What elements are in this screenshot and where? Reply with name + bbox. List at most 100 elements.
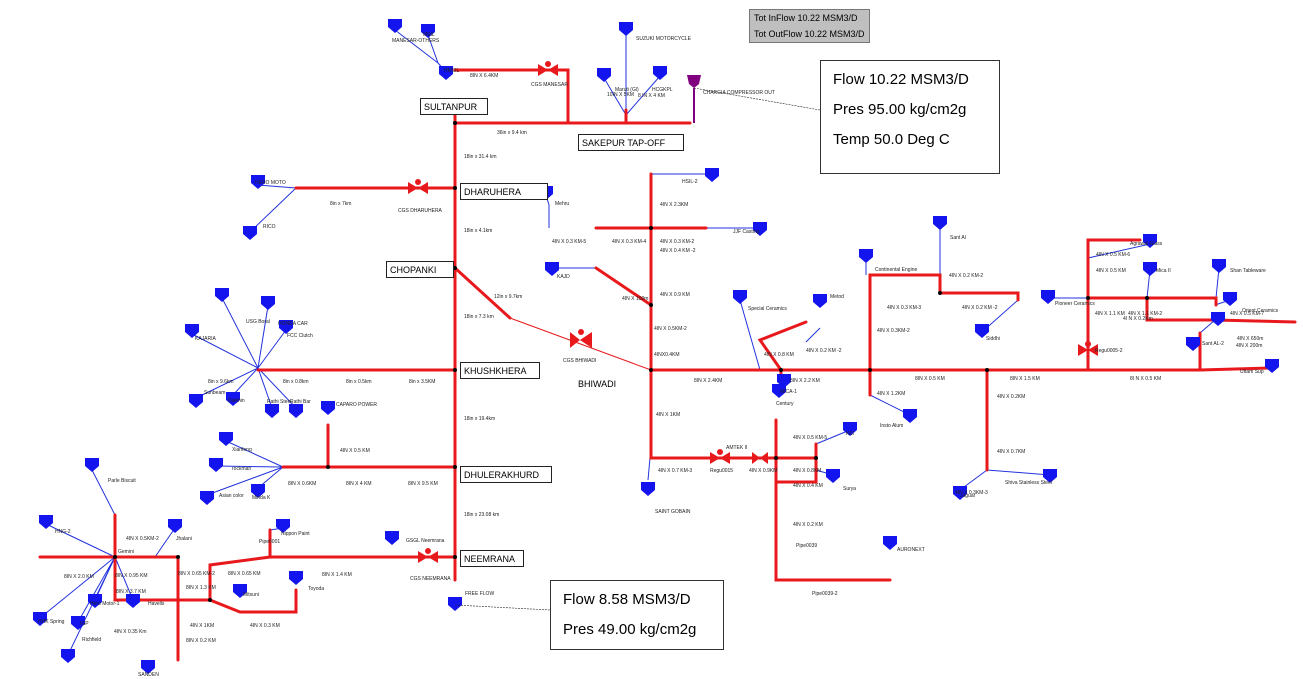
consumer-marker[interactable]: [975, 324, 989, 338]
consumer-marker[interactable]: [653, 66, 667, 80]
consumer-marker[interactable]: [168, 519, 182, 533]
consumer-marker[interactable]: [251, 175, 265, 189]
consumer-labels: MANESAR-OTHERS MSIL HMSIL SUZUKI MOTORCY…: [38, 32, 1279, 678]
consumer-marker[interactable]: [1143, 234, 1157, 248]
station-bhiwadi[interactable]: BHIWADI: [578, 379, 616, 389]
consumer-marker[interactable]: [705, 168, 719, 182]
consumer-marker[interactable]: [1186, 337, 1200, 351]
consumer-label: Jaguar: [960, 493, 976, 499]
consumer-marker[interactable]: [597, 68, 611, 82]
consumer-marker[interactable]: [265, 404, 279, 418]
consumer-marker[interactable]: [126, 594, 140, 608]
consumer-marker[interactable]: [813, 294, 827, 308]
consumer-marker[interactable]: [289, 404, 303, 418]
pipe-label: 4IN X 200m: [1236, 343, 1262, 349]
station-dharuhera[interactable]: DHARUHERA: [460, 183, 548, 200]
consumer-marker[interactable]: [619, 22, 633, 36]
pipe-label: 8IN X 0.5 KM: [915, 376, 945, 382]
consumer-label: Metod: [830, 294, 844, 300]
consumer-marker[interactable]: [859, 249, 873, 263]
regu0005-2-valve: [1078, 344, 1098, 356]
consumer-marker[interactable]: [233, 584, 247, 598]
consumer-marker[interactable]: [276, 519, 290, 533]
consumer-label: CHARGIA COMPRESSOR OUT: [703, 90, 775, 96]
consumer-marker[interactable]: [71, 616, 85, 630]
consumer-marker[interactable]: [777, 374, 791, 388]
consumer-marker[interactable]: [903, 409, 917, 423]
pipe-label: 4IN X 1.2KM: [877, 391, 905, 397]
source-pressure: Pres 95.00 kg/cm2g: [833, 101, 967, 118]
consumer-marker[interactable]: [88, 594, 102, 608]
consumer-marker[interactable]: [321, 401, 335, 415]
consumer-label: HCGKPL: [652, 87, 673, 93]
station-neemrana[interactable]: NEEMRANA: [460, 550, 524, 567]
consumer-marker[interactable]: [1212, 259, 1226, 273]
consumer-marker[interactable]: [883, 536, 897, 550]
consumer-label: Continental Engine: [875, 267, 917, 273]
consumer-marker[interactable]: [189, 394, 203, 408]
regulator-label: Regu0015: [710, 468, 733, 474]
consumer-marker[interactable]: [209, 458, 223, 472]
pipe-label: 4IN X 0.7 KM-3: [658, 468, 692, 474]
pipe-label: 4IN X 1.1 KM: [1095, 311, 1125, 317]
consumer-marker[interactable]: [826, 469, 840, 483]
consumer-marker[interactable]: [251, 484, 265, 498]
pipe-label: Pipe0039: [796, 543, 817, 549]
consumer-marker[interactable]: [439, 66, 453, 80]
source-flow: Flow 10.22 MSM3/D: [833, 71, 969, 88]
consumer-marker[interactable]: [448, 597, 462, 611]
consumer-marker[interactable]: [953, 486, 967, 500]
consumer-marker[interactable]: [385, 531, 399, 545]
consumer-label: Richfield: [82, 637, 101, 643]
outlet-pressure: Pres 49.00 kg/cm2g: [563, 621, 697, 638]
consumer-marker[interactable]: [219, 432, 233, 446]
pipe-label: 4IN X 0.5KM-2: [126, 536, 159, 542]
cgs-neemrana-valve: [418, 551, 438, 563]
consumer-marker[interactable]: [388, 19, 402, 33]
consumer-marker[interactable]: [226, 392, 240, 406]
consumer-marker[interactable]: [545, 262, 559, 276]
consumer-marker[interactable]: [1143, 262, 1157, 276]
consumer-marker[interactable]: [843, 422, 857, 436]
consumer-marker[interactable]: [1043, 469, 1057, 483]
cgs-manesar-valve: [538, 64, 558, 76]
station-sakepur[interactable]: SAKEPUR TAP-OFF: [578, 134, 684, 151]
consumer-marker[interactable]: [243, 226, 257, 240]
consumer-marker[interactable]: [421, 24, 435, 38]
consumer-marker[interactable]: [289, 571, 303, 585]
consumer-marker[interactable]: [933, 216, 947, 230]
consumer-marker[interactable]: [33, 612, 47, 626]
regulator-label: CGS MANESAR: [531, 82, 568, 88]
consumer-marker[interactable]: [753, 222, 767, 236]
consumer-label: GSGL Neemrana: [406, 538, 445, 544]
station-chopanki[interactable]: CHOPANKI: [386, 261, 454, 278]
pipe-label: 8IN X 6.4KM: [470, 73, 498, 79]
consumer-marker[interactable]: [279, 320, 293, 334]
pipe-label: 4IN X 0.2KM: [997, 394, 1025, 400]
pipe-label: 4IN X 2.3KM: [660, 202, 688, 208]
consumer-marker[interactable]: [39, 515, 53, 529]
consumer-marker[interactable]: [1265, 359, 1279, 373]
consumer-marker[interactable]: [772, 384, 786, 398]
consumer-marker[interactable]: [261, 296, 275, 310]
consumer-marker[interactable]: [200, 491, 214, 505]
consumer-marker[interactable]: [1041, 290, 1055, 304]
consumer-marker[interactable]: [1211, 312, 1225, 326]
consumer-label: Rathi Bar: [290, 399, 311, 405]
consumer-marker[interactable]: [1223, 292, 1237, 306]
consumer-marker[interactable]: [185, 324, 199, 338]
consumer-marker[interactable]: [61, 649, 75, 663]
station-sultanpur[interactable]: SULTANPUR: [420, 98, 488, 115]
pipe-label: 8IN X 4 KM: [346, 481, 372, 487]
consumer-marker[interactable]: [85, 458, 99, 472]
pipe-label: 4IN X 0.3 KM-3: [887, 305, 921, 311]
consumer-label: Minda K: [252, 495, 271, 501]
consumer-marker[interactable]: [641, 482, 655, 496]
consumer-marker[interactable]: [215, 288, 229, 302]
regulator-label: AMTEK II: [726, 445, 747, 451]
consumer-label: Siddhi: [986, 336, 1000, 342]
consumer-marker[interactable]: [141, 660, 155, 674]
station-dhulerakhurd[interactable]: DHULERAKHURD: [460, 466, 552, 483]
consumer-marker[interactable]: [733, 290, 747, 304]
station-khushkhera[interactable]: KHUSHKHERA: [460, 362, 540, 379]
